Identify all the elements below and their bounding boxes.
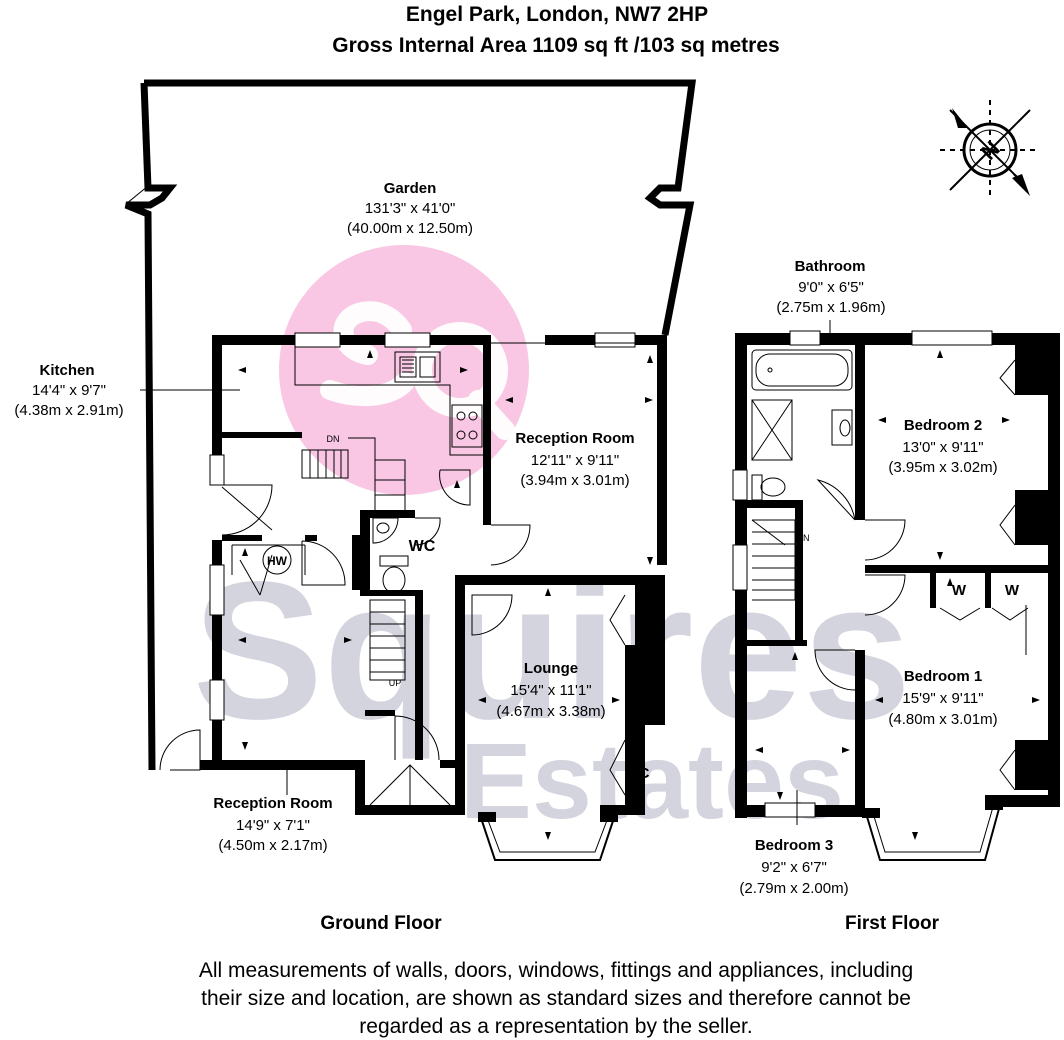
gf-cupboards: HW C C WC (231, 538, 650, 796)
bedroom-1-imperial: 15'9" x 9'11" (902, 690, 983, 707)
bedroom-1-name: Bedroom 1 (904, 668, 982, 685)
bedroom-1-label: Bedroom 1 15'9" x 9'11" (4.80m x 3.01m) (888, 668, 997, 728)
bedroom-3-imperial: 9'2" x 6'7" (761, 859, 827, 876)
gf-stairs-up-mark: UP (389, 678, 402, 688)
bedroom-2-metric: (3.95m x 3.02m) (888, 459, 997, 476)
ff-stairs-down-mark: DN (797, 533, 810, 543)
bathroom-fittings (751, 349, 853, 501)
bathroom-imperial: 9'0" x 6'5" (798, 279, 864, 296)
wardrobe-mark-2: W (1017, 520, 1032, 537)
disclaimer-line-3: regarded as a representation by the sell… (359, 1015, 752, 1038)
garden-boundary (124, 79, 696, 771)
wardrobe-marks: W W W W W (952, 377, 1034, 780)
lounge-label: Lounge 15'4" x 11'1" (4.67m x 3.38m) (496, 660, 605, 720)
reception-rear-name: Reception Room (515, 430, 634, 447)
kitchen-label: Kitchen 14'4" x 9'7" (4.38m x 2.91m) (14, 362, 240, 419)
garden-imperial: 131'3" x 41'0" (365, 200, 456, 217)
property-address: Engel Park, London, NW7 2HP (406, 3, 708, 26)
first-floor-doors (814, 359, 1029, 791)
reception-room-front-label: Reception Room 14'9" x 7'1" (4.50m x 2.1… (213, 770, 333, 854)
wc-mark: WC (409, 538, 436, 555)
reception-front-name: Reception Room (213, 795, 332, 812)
first-floor-windows (732, 330, 1027, 818)
cupboard-mark-2: C (639, 765, 650, 782)
kitchen-imperial: 14'4" x 9'7" (32, 382, 106, 399)
wardrobe-mark-1: W (1017, 377, 1032, 394)
ff-dimension-ticks (755, 350, 1040, 840)
disclaimer-line-1: All measurements of walls, doors, window… (199, 959, 913, 982)
bedroom-1-metric: (4.80m x 3.01m) (888, 711, 997, 728)
gross-internal-area: Gross Internal Area 1109 sq ft /103 sq m… (332, 34, 779, 57)
bedroom-3-label: Bedroom 3 9'2" x 6'7" (2.79m x 2.00m) (739, 790, 849, 897)
garden-name: Garden (384, 180, 437, 197)
wardrobe-mark-5: W (1019, 763, 1034, 780)
kitchen-fittings (294, 345, 485, 456)
lounge-imperial: 15'4" x 11'1" (510, 682, 591, 699)
first-floor-stairs: DN (751, 519, 810, 601)
lounge-metric: (4.67m x 3.38m) (496, 703, 605, 720)
wardrobe-mark-3: W (952, 582, 967, 599)
cupboard-mark-1: C (639, 613, 650, 630)
disclaimer-line-2: their size and location, are shown as st… (201, 987, 911, 1010)
hw-mark: HW (267, 554, 288, 568)
ground-floor-doors (159, 469, 531, 806)
gf-dimension-ticks (238, 350, 653, 840)
wc-fittings (372, 517, 409, 594)
watermark-brand-estates: Estates (460, 720, 844, 841)
reception-rear-imperial: 12'11" x 9'11" (531, 452, 619, 469)
reception-rear-metric: (3.94m x 3.01m) (520, 472, 629, 489)
bedroom-2-label: Bedroom 2 13'0" x 9'11" (3.95m x 3.02m) (888, 417, 997, 476)
garden-label: Garden 131'3" x 41'0" (40.00m x 12.50m) (347, 180, 473, 237)
disclaimer: All measurements of walls, doors, window… (199, 959, 913, 1038)
kitchen-metric: (4.38m x 2.91m) (14, 402, 123, 419)
reception-room-rear-label: Reception Room 12'11" x 9'11" (3.94m x 3… (515, 430, 634, 489)
reception-front-imperial: 14'9" x 7'1" (236, 817, 310, 834)
ground-floor-windows (209, 332, 640, 721)
logo-circle (279, 245, 529, 495)
bathroom-name: Bathroom (795, 258, 866, 275)
bathroom-metric: (2.75m x 1.96m) (776, 299, 885, 316)
reception-front-metric: (4.50m x 2.17m) (218, 837, 327, 854)
first-floor-label: First Floor (845, 913, 940, 934)
hot-water-cylinder-icon (262, 545, 292, 575)
ground-floor-label: Ground Floor (320, 913, 442, 934)
bedroom-2-imperial: 13'0" x 9'11" (902, 439, 983, 456)
bedroom-3-name: Bedroom 3 (755, 837, 833, 854)
compass-icon: N (940, 100, 1040, 200)
garden-metric: (40.00m x 12.50m) (347, 220, 473, 237)
gf-stairs-down-mark: DN (327, 434, 340, 444)
bathroom-label: Bathroom 9'0" x 6'5" (2.75m x 1.96m) (776, 258, 886, 345)
kitchen-name: Kitchen (39, 362, 94, 379)
wardrobe-mark-4: W (1005, 582, 1020, 599)
bedroom-3-metric: (2.79m x 2.00m) (739, 880, 848, 897)
bedroom-2-name: Bedroom 2 (904, 417, 982, 434)
ground-floor-stairs: DN UP (301, 434, 406, 688)
lounge-name: Lounge (524, 660, 578, 677)
